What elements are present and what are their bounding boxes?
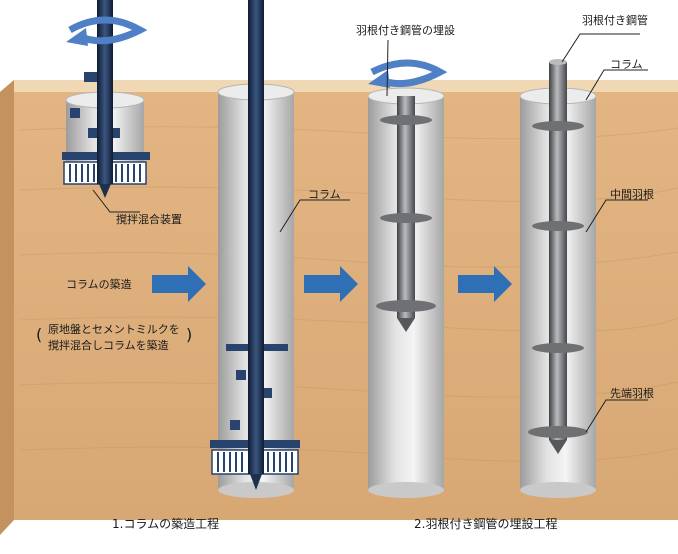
rod-short: [97, 0, 113, 184]
label-column-step2: コラム: [610, 58, 643, 71]
process-arrow-icon: [458, 266, 512, 302]
leader-lines: [92, 33, 648, 433]
note-line-2: 撹拌混合しコラムを築造: [48, 338, 169, 352]
step1-caption: 1.コラムの築造工程: [112, 516, 219, 531]
ground-side-face: [0, 80, 14, 535]
label-column-building: コラムの築造: [66, 277, 132, 291]
label-tip-wing: 先端羽根: [610, 386, 654, 400]
label-winged-pipe: 羽根付き鋼管: [582, 13, 648, 27]
ground-top-surface: [0, 80, 678, 92]
winged-pipe-complete: [528, 59, 588, 454]
note-paren-open: (: [36, 325, 42, 344]
label-embedding-pipe: 羽根付き鋼管の埋設: [356, 23, 455, 37]
label-stirring-device: 撹拌混合装置: [116, 212, 182, 226]
note-line-1: 原地盤とセメントミルクを: [48, 323, 180, 336]
note-paren-close: ): [186, 325, 192, 344]
rod-tip-short: [99, 184, 111, 198]
process-arrow-icon: [304, 266, 358, 302]
label-column-step1: コラム: [308, 188, 341, 201]
rotation-arrow-icon: [368, 59, 448, 88]
process-arrows: [152, 266, 512, 302]
winged-pipe-embedding: [376, 96, 436, 332]
rod-deep: [248, 0, 264, 474]
rotation-arrow-icon: [66, 16, 148, 46]
process-arrow-icon: [152, 266, 206, 302]
step2-caption: 2.羽根付き鋼管の埋設工程: [414, 516, 557, 531]
rod-tip-deep: [250, 474, 262, 490]
label-middle-wing: 中間羽根: [610, 187, 654, 201]
